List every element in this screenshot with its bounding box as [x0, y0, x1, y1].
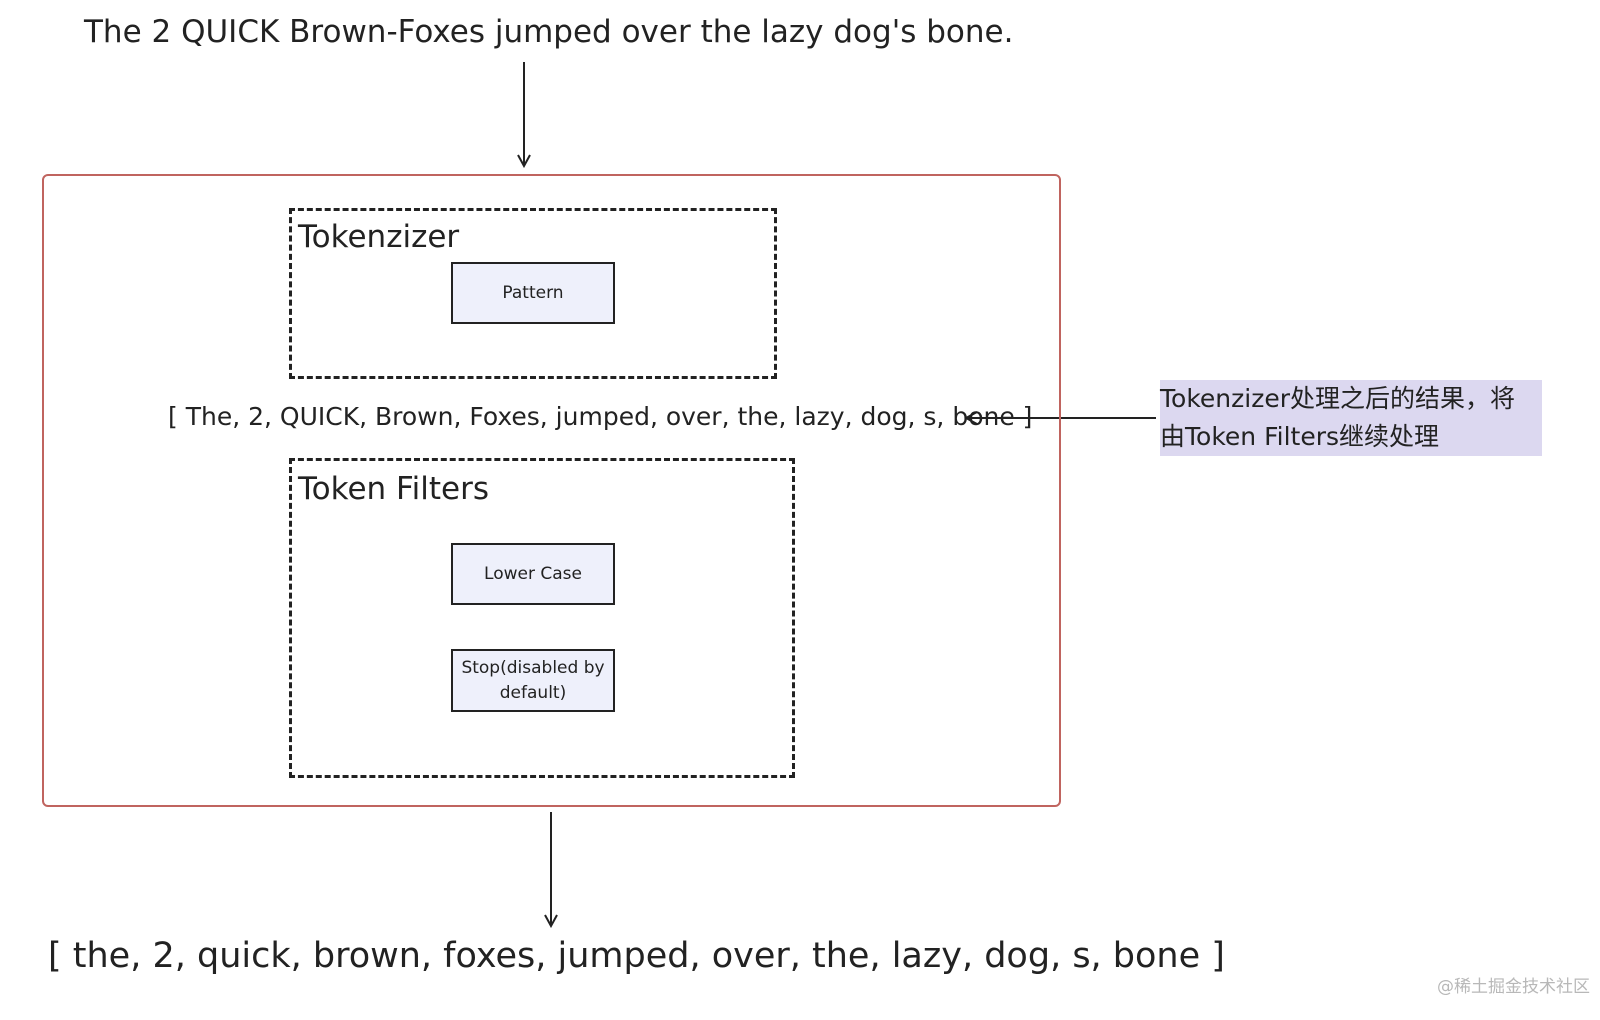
tokenizer-title: Tokenzizer [298, 219, 460, 255]
annotation-note: Tokenzizer处理之后的结果，将 由Token Filters继续处理 [1160, 380, 1542, 456]
tokenizer-group: Tokenzizer [289, 208, 777, 379]
input-sentence: The 2 QUICK Brown-Foxes jumped over the … [84, 14, 1014, 50]
analyzer-box [42, 174, 1061, 807]
stop-filter-node: Stop(disabled by default) [451, 649, 615, 712]
lowercase-filter-node: Lower Case [451, 543, 615, 605]
token-filters-title: Token Filters [298, 471, 489, 507]
note-line-1: Tokenzizer处理之后的结果，将 [1160, 384, 1515, 413]
token-filters-group: Token Filters [289, 458, 795, 778]
pattern-node: Pattern [451, 262, 615, 324]
note-line-2: 由Token Filters继续处理 [1160, 422, 1440, 451]
watermark: @稀土掘金技术社区 [1437, 977, 1590, 997]
final-output-list: [ the, 2, quick, brown, foxes, jumped, o… [48, 936, 1225, 976]
tokenizer-output-list: [ The, 2, QUICK, Brown, Foxes, jumped, o… [168, 402, 1033, 431]
